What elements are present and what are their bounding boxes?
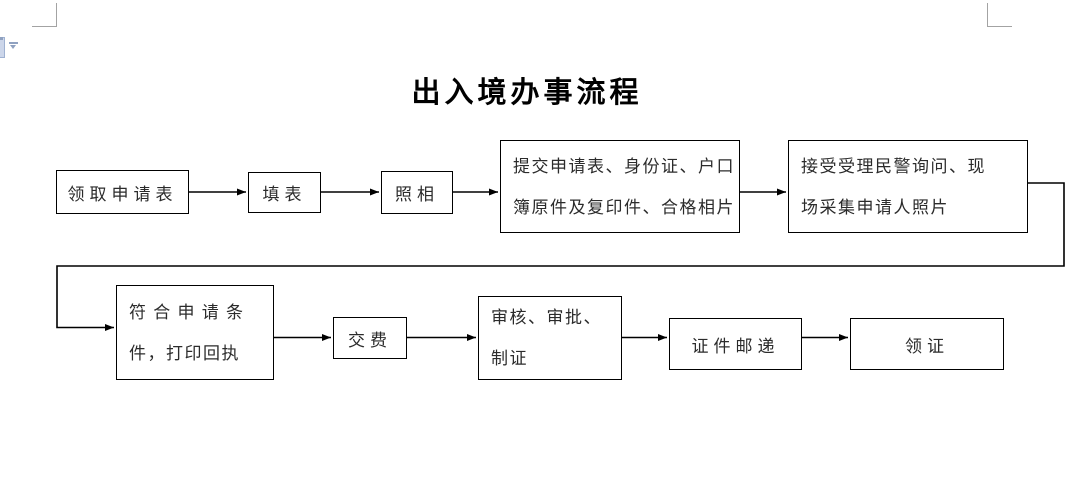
flow-node-review-approve[interactable]: 审核、审批、 制证 [478, 296, 622, 380]
flow-node-mail-document[interactable]: 证件邮递 [669, 318, 802, 370]
flow-node-label-line1: 接受受理民警询问、现 [801, 156, 986, 176]
flow-node-label-line2: 制证 [491, 349, 528, 368]
flow-node-take-photo[interactable]: 照相 [381, 171, 453, 214]
flow-node-label: 交费 [348, 330, 392, 350]
flow-node-label: 领取申请表 [67, 184, 178, 204]
flow-node-label: 填表 [262, 185, 307, 204]
flow-node-police-inquiry[interactable]: 接受受理民警询问、现 场采集申请人照片 [788, 140, 1028, 233]
flow-node-pay-fee[interactable]: 交费 [333, 317, 407, 359]
flow-node-label-line2: 簿原件及复印件、合格相片 [513, 197, 735, 217]
flow-node-label: 证件邮递 [691, 336, 780, 356]
flow-node-label-line2: 件，打印回执 [129, 343, 240, 363]
flow-node-label-line2: 场采集申请人照片 [801, 197, 949, 217]
page-corner-mark-top-right [987, 3, 1012, 27]
flow-node-meet-conditions[interactable]: 符 合 申 请 条 件，打印回执 [116, 285, 274, 380]
flow-node-fill-form[interactable]: 填表 [248, 172, 321, 213]
dropdown-arrow-icon [9, 42, 18, 50]
page-title: 出入境办事流程 [411, 77, 643, 109]
flow-node-collect-certificate[interactable]: 领证 [850, 318, 1004, 370]
flow-node-label: 照相 [395, 185, 439, 204]
page-corner-mark-top-left [32, 3, 57, 27]
flow-node-label-line1: 审核、审批、 [491, 308, 602, 327]
flow-node-get-application-form[interactable]: 领取申请表 [56, 170, 189, 214]
flow-node-label-line1: 提交申请表、身份证、户口 [513, 156, 735, 176]
flow-node-label: 领证 [905, 336, 949, 356]
flow-node-label-line1: 符 合 申 请 条 [129, 302, 245, 322]
paste-options-icon[interactable] [0, 37, 5, 58]
flow-node-submit-documents[interactable]: 提交申请表、身份证、户口 簿原件及复印件、合格相片 [500, 140, 740, 233]
